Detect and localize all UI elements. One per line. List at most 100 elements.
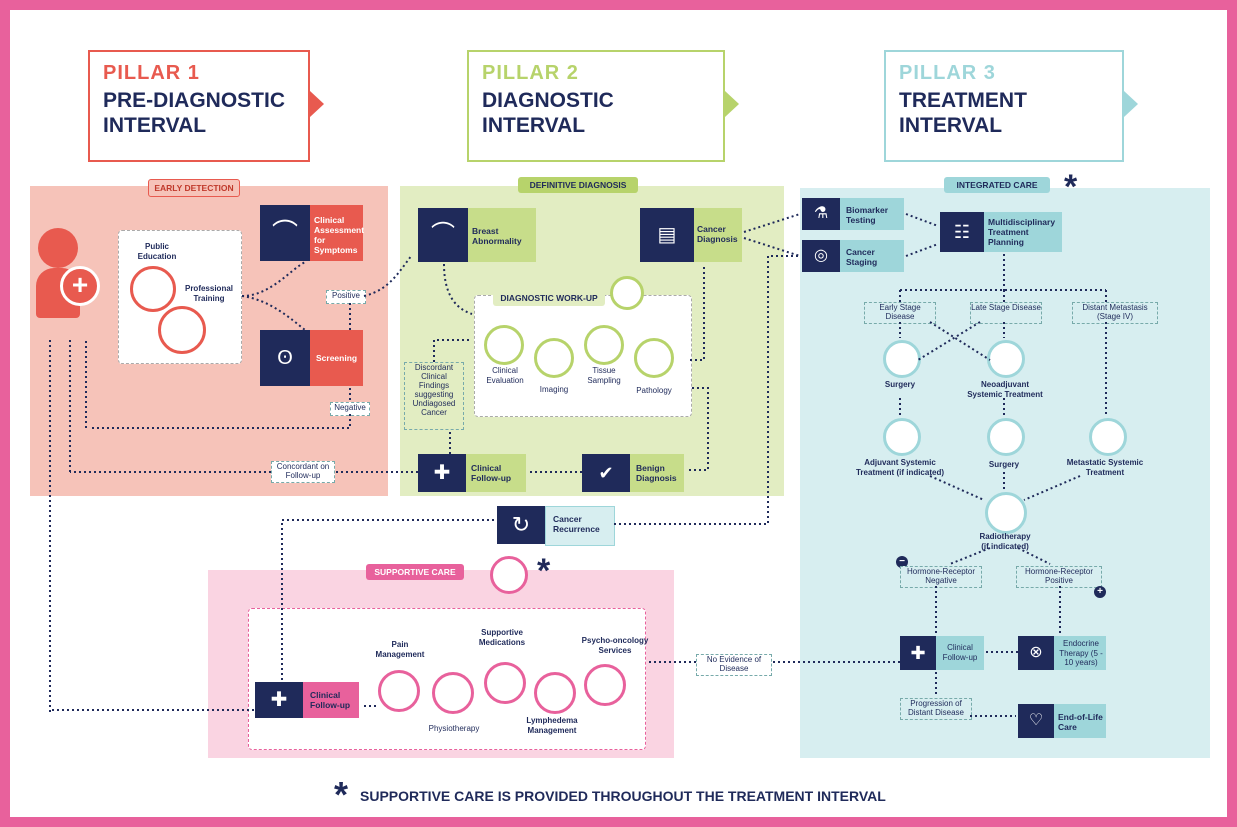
edge-metastatic-to-radio	[1023, 475, 1081, 501]
mdt-icon-tile: ☷	[940, 212, 984, 252]
patient-head-icon	[38, 228, 78, 268]
metastatic-label: Metastatic Systemic Treatment	[1066, 458, 1144, 477]
supportive-care-asterisk: *	[537, 552, 551, 590]
benign-diagnosis-label: Benign Diagnosis	[636, 463, 677, 483]
endocrine-label-bg	[1054, 636, 1106, 670]
supportive-medications-label: Supportive Medications	[478, 628, 526, 647]
p3-followup-icon-tile: ✚	[900, 636, 936, 670]
support-followup-icon-tile: ✚	[255, 682, 303, 718]
microscope-icon	[634, 338, 674, 378]
edge-positive-to-abnormality	[363, 254, 413, 297]
clinical-followup-label: Clinical Follow-up	[471, 463, 512, 483]
cancer-diagnosis-label-bg	[694, 208, 742, 262]
support-followup-label-bg	[303, 682, 359, 718]
plus-icon: +	[1094, 586, 1106, 598]
eol-label-bg	[1054, 704, 1106, 738]
physiotherapy-label: Physiotherapy	[428, 724, 480, 733]
clinical-assessment-tile[interactable]: ⌒ Clinical Assessment for Symptoms	[260, 205, 365, 261]
pillar-2-arrow-icon	[725, 91, 739, 117]
edge-radio-to-hrpos	[1017, 547, 1051, 565]
group-people-icon	[158, 306, 206, 354]
biomarker-label-bg	[840, 198, 904, 230]
staging-icon-tile: ◎	[802, 240, 840, 272]
mdt-label-bg	[984, 212, 1062, 252]
support-followup-label: Clinical Follow-up	[310, 690, 351, 710]
screening-tile[interactable]: ʘ Screening	[260, 330, 363, 386]
eol-label: End-of-Life Care	[1058, 712, 1103, 732]
clinical-followup-icon-tile: ✚	[418, 454, 466, 492]
edge-radio-to-hrneg	[949, 547, 991, 565]
professional-training-label: Professional Training	[184, 284, 233, 303]
pillar-1-arrow-icon	[310, 91, 324, 117]
edge-education-to-assessment	[241, 261, 306, 297]
surgery-2-icon	[987, 418, 1025, 456]
clinical-evaluation-icon	[484, 325, 524, 365]
minus-icon: −	[896, 556, 908, 568]
screening-label-bg	[310, 330, 363, 386]
surgery-2-label: Surgery	[988, 460, 1020, 469]
cancer-recurrence-label-bg	[545, 506, 615, 546]
pillar-3-header: PILLAR 3 TREATMENT INTERVAL	[884, 50, 1124, 162]
pill-bottle-icon	[378, 670, 420, 712]
neoadjuvant-label: Neoadjuvant Systemic Treatment	[967, 380, 1043, 399]
concordant-followup-label: Concordant on Follow-up	[271, 461, 335, 483]
patient-figure: +	[36, 228, 100, 320]
pain-management-label: Pain Management	[375, 640, 425, 659]
arm-icon	[534, 672, 576, 714]
cancer-diagnosis-icon-tile: ▤	[640, 208, 694, 262]
screening-label: Screening	[316, 353, 358, 363]
pillar-1-title: PRE-DIAGNOSTIC INTERVAL	[103, 89, 286, 137]
clinical-assessment-icon: ⌒	[271, 218, 298, 248]
clinical-evaluation-label: Clinical Evaluation	[486, 366, 524, 385]
no-evidence-label: No Evidence of Disease	[696, 654, 772, 676]
late-stage-label: Late Stage Disease	[970, 302, 1042, 324]
edge-adjuvant-to-radio	[929, 475, 985, 501]
integrated-care-asterisk: *	[1064, 168, 1078, 206]
neoadjuvant-icon	[987, 340, 1025, 378]
edge-followup-up-to-recurrence	[281, 519, 494, 680]
edge-workup-to-diagnosis	[690, 264, 705, 361]
p3-followup-label: Clinical Follow-up	[942, 643, 978, 662]
p3-followup-label-bg	[936, 636, 984, 670]
pillar-2-number: PILLAR 2	[482, 62, 579, 84]
pillar-3-number: PILLAR 3	[899, 62, 996, 84]
biomarker-icon-tile: ⚗	[802, 198, 840, 230]
edge-staging-to-mdt	[905, 243, 939, 257]
integrated-care-header: INTEGRATED CARE	[944, 177, 1050, 193]
breast-abnormality-icon-tile: ⌒	[418, 208, 468, 262]
endocrine-icon-tile: ⊗	[1018, 636, 1054, 670]
definitive-diagnosis-header: DEFINITIVE DIAGNOSIS	[518, 177, 638, 193]
footer-asterisk: *	[334, 774, 349, 815]
clinical-assessment-label: Clinical Assessment for Symptoms	[314, 215, 365, 255]
edge-education-to-screening	[241, 295, 306, 331]
edge-negative-to-patient	[90, 414, 351, 429]
imaging-icon	[534, 338, 574, 378]
tissue-sampling-icon	[584, 325, 624, 365]
breast-abnormality-label-bg	[468, 208, 536, 262]
clinical-followup-label-bg	[466, 454, 526, 492]
speech-bubble-icon	[130, 266, 176, 312]
pillar-2-title: DIAGNOSTIC INTERVAL	[482, 89, 614, 137]
hr-negative-label: Hormone-Receptor Negative	[900, 566, 982, 588]
edge-workup-to-benign	[686, 387, 709, 471]
breast-abnormality-label: Breast Abnormality	[472, 226, 522, 246]
screening-icon: ʘ	[277, 347, 293, 369]
psycho-oncology-label: Psycho-oncology Services	[581, 636, 649, 655]
footer-note: SUPPORTIVE CARE IS PROVIDED THROUGHOUT T…	[360, 788, 886, 804]
pillar-1-header: PILLAR 1 PRE-DIAGNOSTIC INTERVAL	[88, 50, 310, 162]
biomarker-label: Biomarker Testing	[846, 205, 889, 225]
physiotherapy-icon	[432, 672, 474, 714]
edge-recurrence-right	[614, 255, 800, 525]
pills-icon	[484, 662, 526, 704]
discordant-findings-label: Discordant Clinical Findings suggesting …	[404, 362, 464, 430]
staging-label: Cancer Staging	[846, 247, 878, 267]
edge-late-to-surgery	[917, 321, 981, 361]
cancer-diagnosis-label: Cancer Diagnosis	[697, 224, 738, 244]
magnifier-icon	[610, 276, 644, 310]
pathology-label: Pathology	[636, 386, 672, 395]
medical-cross-icon: +	[60, 266, 100, 306]
imaging-label: Imaging	[539, 385, 569, 394]
cancer-recurrence-label: Cancer Recurrence	[553, 514, 600, 534]
metastatic-icon	[1089, 418, 1127, 456]
